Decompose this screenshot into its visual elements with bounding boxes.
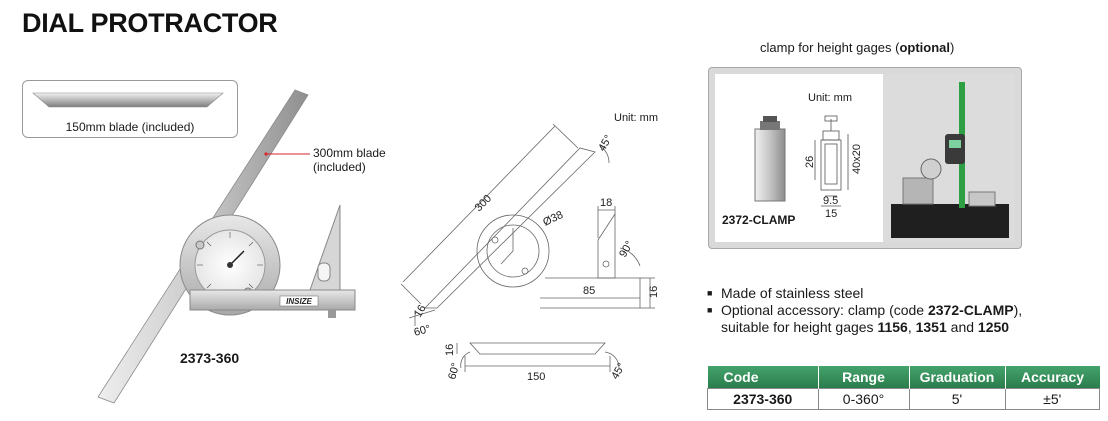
clamp-panel: 26 40x20 9.5 15 — [708, 67, 1022, 249]
height-gage-photo — [883, 74, 1015, 242]
feature-item-material: Made of stainless steel — [707, 285, 1022, 302]
dim-18: 18 — [600, 197, 612, 209]
blade-300-label-line1: 300mm blade — [313, 146, 386, 160]
clamp-title-optional: optional — [899, 40, 951, 55]
clamp-unit: Unit: mm — [808, 92, 852, 104]
blade-150-label: 150mm blade (included) — [65, 120, 195, 134]
dim-blade-length: 150 — [527, 371, 545, 383]
blade-300-label-line2: (included) — [313, 160, 366, 174]
spec-table-header: Code Range Graduation Accuracy — [707, 366, 1100, 389]
protractor-illustration: INSIZE — [97, 89, 356, 404]
separator-comma: , — [907, 319, 916, 335]
clamp-dim-9-5: 9.5 — [823, 195, 838, 207]
col-code: Code — [707, 366, 819, 389]
clamp-dim-40x20: 40x20 — [851, 144, 863, 174]
dim-angle-90: 90° — [617, 239, 636, 259]
col-range: Range — [818, 366, 910, 389]
blade-150-callout: 150mm blade (included) — [22, 80, 238, 138]
dim-16-left: 16 — [412, 303, 429, 320]
dim-16-right: 16 — [648, 286, 660, 298]
drawing-unit: Unit: mm — [614, 112, 658, 124]
clamp-drawings: 26 40x20 9.5 15 — [754, 115, 863, 220]
blade-150-image — [32, 92, 224, 108]
spec-table: Code Range Graduation Accuracy 2373-360 … — [707, 366, 1100, 410]
clamp-code: 2372-CLAMP — [722, 213, 796, 227]
feature-text-material: Made of stainless steel — [721, 285, 864, 301]
dim-blade-angle-45: 45° — [609, 361, 628, 381]
cell-graduation: 5' — [908, 388, 1006, 410]
col-graduation: Graduation — [909, 366, 1006, 389]
gage-1156: 1156 — [877, 319, 908, 335]
col-accuracy: Accuracy — [1005, 366, 1100, 389]
feature-list: Made of stainless steel Optional accesso… — [707, 285, 1022, 336]
cell-code: 2373-360 — [707, 388, 819, 410]
dim-angle-45-top: 45° — [596, 133, 615, 153]
dim-300: 300 — [473, 193, 494, 214]
dim-blade-angle-60: 60° — [446, 362, 462, 381]
feature-text-suitable: suitable for height gages — [721, 319, 878, 335]
dim-blade-thickness: 16 — [444, 344, 456, 356]
feature-item-accessory-cont: suitable for height gages 1156, 1351 and… — [707, 319, 1022, 336]
blade-300-label: 300mm blade (included) — [313, 146, 386, 174]
feature-accessory-code: 2372-CLAMP — [927, 302, 1014, 318]
table-row: 2373-360 0-360° 5' ±5' — [707, 388, 1100, 410]
feature-text-accessory-end: ), — [1013, 302, 1023, 318]
model-number: 2373-360 — [180, 350, 240, 366]
clamp-dim-15: 15 — [825, 208, 837, 220]
cell-range: 0-360° — [817, 388, 910, 410]
dim-85: 85 — [583, 285, 595, 297]
height-gage-image — [891, 82, 1009, 238]
clamp-title: clamp for height gages (optional) — [760, 40, 954, 55]
clamp-title-prefix: clamp for height gages ( — [760, 40, 900, 55]
gage-1351: 1351 — [915, 319, 947, 335]
dim-diameter: Ø38 — [541, 209, 565, 229]
technical-drawing: 300 45° Ø38 18 90° 16 85 16 60° 16 60° 1… — [400, 123, 660, 383]
feature-text-accessory: Optional accessory: clamp (code — [721, 302, 928, 318]
cell-accuracy: ±5' — [1004, 388, 1100, 410]
dim-angle-60: 60° — [413, 323, 432, 339]
page-title: DIAL PROTRACTOR — [22, 8, 278, 38]
brand-logo: INSIZE — [286, 297, 312, 306]
clamp-dim-26: 26 — [804, 156, 816, 168]
feature-item-accessory: Optional accessory: clamp (code 2372-CLA… — [707, 302, 1022, 319]
clamp-title-suffix: ) — [950, 40, 955, 55]
separator-and: and — [946, 319, 978, 335]
gage-1250: 1250 — [977, 319, 1010, 335]
